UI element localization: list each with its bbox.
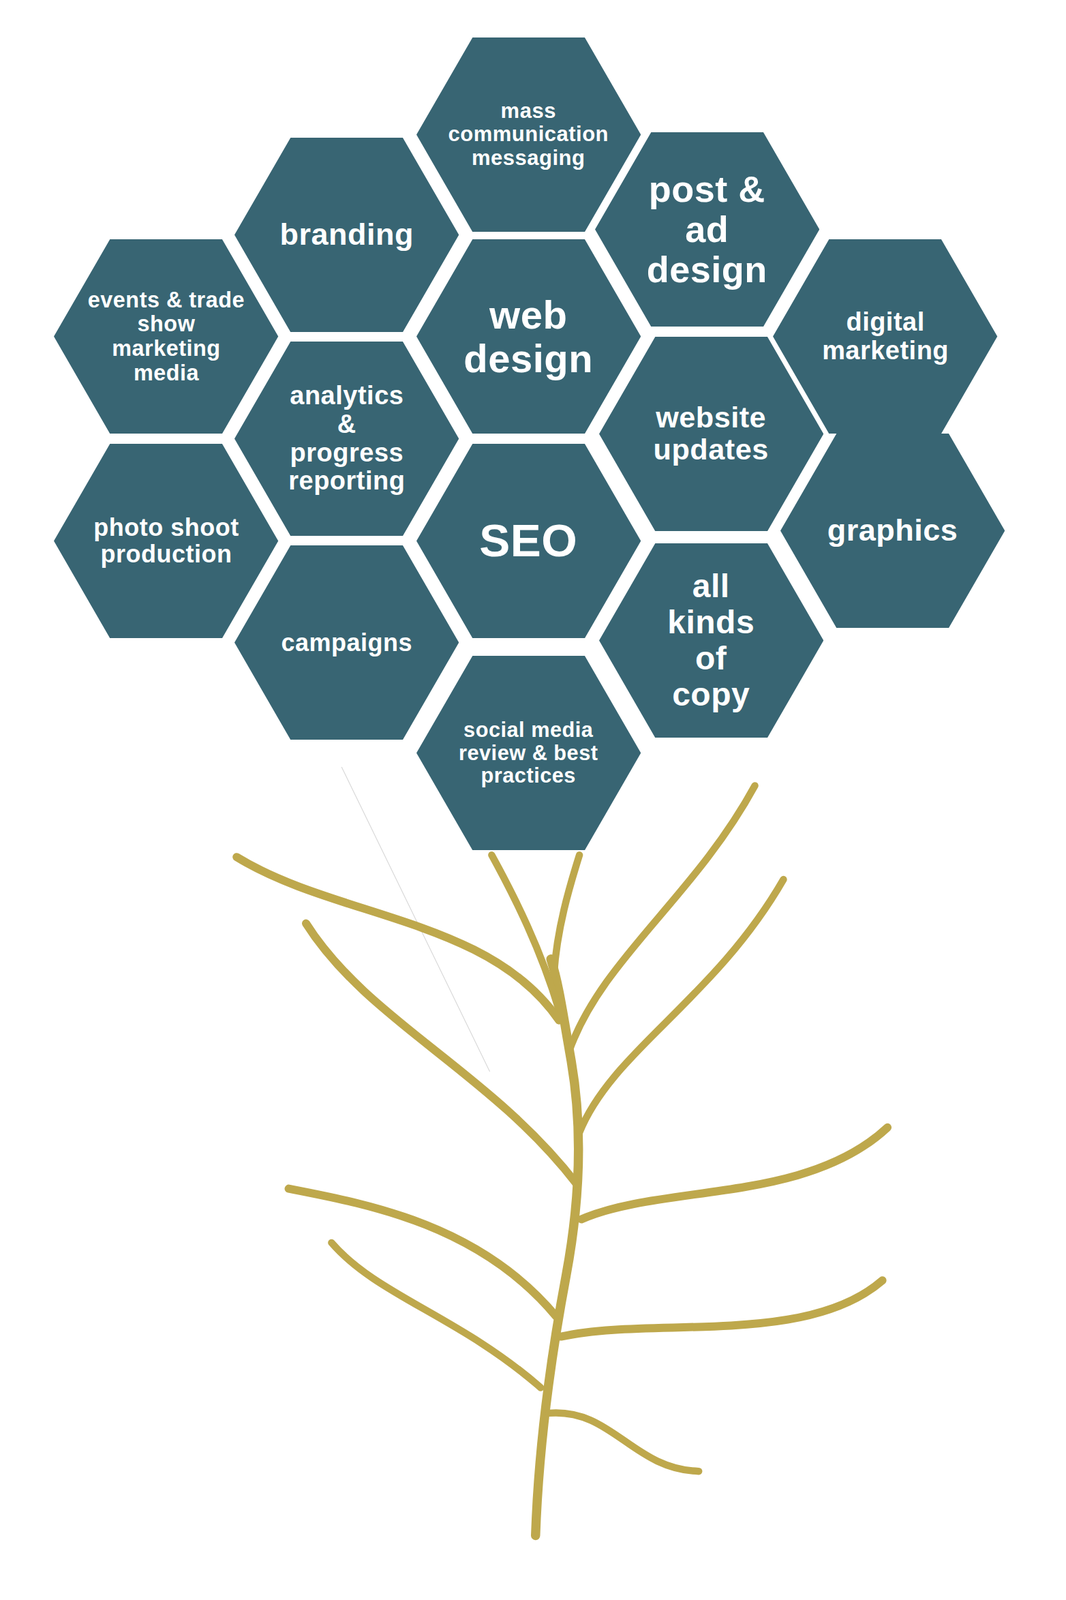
hexagon-fill bbox=[53, 443, 279, 638]
service-hexagon: photo shoot production bbox=[53, 443, 279, 638]
service-hexagon: analytics & progress reporting bbox=[234, 341, 459, 536]
label-wrap: SEO bbox=[416, 443, 641, 638]
service-hexagon: mass communication messaging bbox=[416, 37, 641, 232]
label-wrap: events & trade show marketing media bbox=[53, 239, 279, 434]
hexagon-fill bbox=[234, 137, 459, 332]
service-label: SEO bbox=[432, 515, 624, 566]
hexagon-fill bbox=[599, 336, 824, 531]
service-label: graphics bbox=[790, 513, 996, 548]
hexagon-fill bbox=[53, 239, 279, 434]
service-hexagon: social media review & best practices bbox=[416, 655, 641, 850]
hexagon-fill bbox=[595, 132, 820, 327]
label-wrap: web design bbox=[416, 239, 641, 434]
service-hexagon: events & trade show marketing media bbox=[53, 239, 279, 434]
hexagon-fill bbox=[599, 543, 824, 738]
hexagon-fill bbox=[416, 655, 641, 850]
label-wrap: photo shoot production bbox=[53, 443, 279, 638]
service-label: mass communication messaging bbox=[445, 99, 613, 170]
service-label: post & ad design bbox=[638, 169, 775, 291]
service-hexagon: branding bbox=[234, 137, 459, 332]
service-hexagon: website updates bbox=[599, 336, 824, 531]
label-wrap: website updates bbox=[599, 336, 824, 531]
label-wrap: graphics bbox=[780, 433, 1005, 628]
label-wrap: analytics & progress reporting bbox=[234, 341, 459, 536]
leaf bbox=[288, 1188, 557, 1317]
service-hexagon: all kinds of copy bbox=[599, 543, 824, 738]
service-label: web design bbox=[453, 293, 604, 381]
service-label: photo shoot production bbox=[77, 513, 255, 568]
service-label: all kinds of copy bbox=[659, 568, 763, 713]
leaf bbox=[331, 1242, 541, 1388]
service-label: digital marketing bbox=[796, 308, 974, 366]
service-label: campaigns bbox=[244, 629, 450, 657]
hexagon-fill bbox=[780, 433, 1005, 628]
hexagon-fill bbox=[416, 239, 641, 434]
leaf bbox=[306, 922, 577, 1184]
service-label: analytics & progress reporting bbox=[282, 381, 412, 496]
label-wrap: digital marketing bbox=[772, 239, 998, 434]
service-label: branding bbox=[244, 217, 450, 252]
service-hexagon: campaigns bbox=[234, 545, 459, 740]
leaf bbox=[236, 856, 559, 1020]
service-label: social media review & best practices bbox=[443, 718, 614, 788]
hexagon-fill bbox=[416, 37, 641, 232]
leaf bbox=[548, 1412, 699, 1471]
label-wrap: branding bbox=[234, 137, 459, 332]
hexagon-fill bbox=[772, 239, 998, 434]
label-wrap: mass communication messaging bbox=[416, 37, 641, 232]
label-wrap: campaigns bbox=[234, 545, 459, 740]
leaf bbox=[560, 1280, 882, 1336]
service-label: website updates bbox=[615, 401, 807, 467]
leaf bbox=[579, 879, 784, 1133]
service-hexagon: post & ad design bbox=[595, 132, 820, 327]
label-wrap: social media review & best practices bbox=[416, 655, 641, 850]
service-hexagon: web design bbox=[416, 239, 641, 434]
leaf bbox=[581, 1127, 888, 1220]
service-hexagon: graphics bbox=[780, 433, 1005, 628]
service-hexagon: digital marketing bbox=[772, 239, 998, 434]
label-wrap: post & ad design bbox=[595, 132, 820, 327]
stem-branch bbox=[554, 854, 580, 974]
label-wrap: all kinds of copy bbox=[599, 543, 824, 738]
service-label: events & trade show marketing media bbox=[84, 288, 249, 386]
hexagon-fill bbox=[416, 443, 641, 638]
hexagon-fill bbox=[234, 545, 459, 740]
hexagon-fill bbox=[234, 341, 459, 536]
service-hexagon: SEO bbox=[416, 443, 641, 638]
